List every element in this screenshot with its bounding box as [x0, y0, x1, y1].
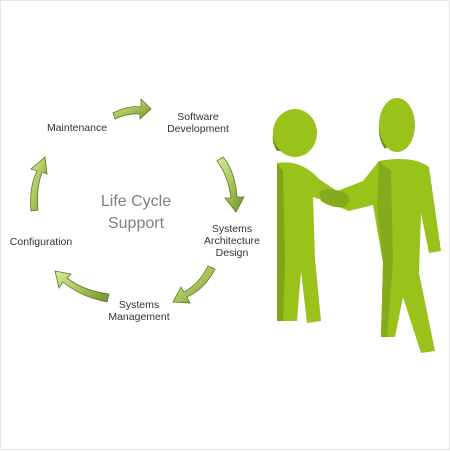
cycle-arrow-icon — [112, 98, 152, 120]
cycle-arrow-icon — [216, 156, 245, 213]
stage-label-systems-architecture-design: Systems Architecture Design — [203, 223, 261, 259]
stage-label-software-development: Software Development — [167, 111, 229, 135]
handshake-figures-icon — [272, 98, 441, 353]
cycle-arrow-icon — [172, 265, 216, 304]
cycle-arrow-icon — [30, 156, 48, 212]
stage-label-maintenance: Maintenance — [46, 122, 108, 134]
center-title: Life Cycle Support — [100, 193, 172, 232]
stage-label-configuration: Configuration — [9, 236, 73, 248]
cycle-arrow-icon — [54, 270, 110, 303]
stage-label-systems-management: Systems Management — [108, 299, 170, 323]
